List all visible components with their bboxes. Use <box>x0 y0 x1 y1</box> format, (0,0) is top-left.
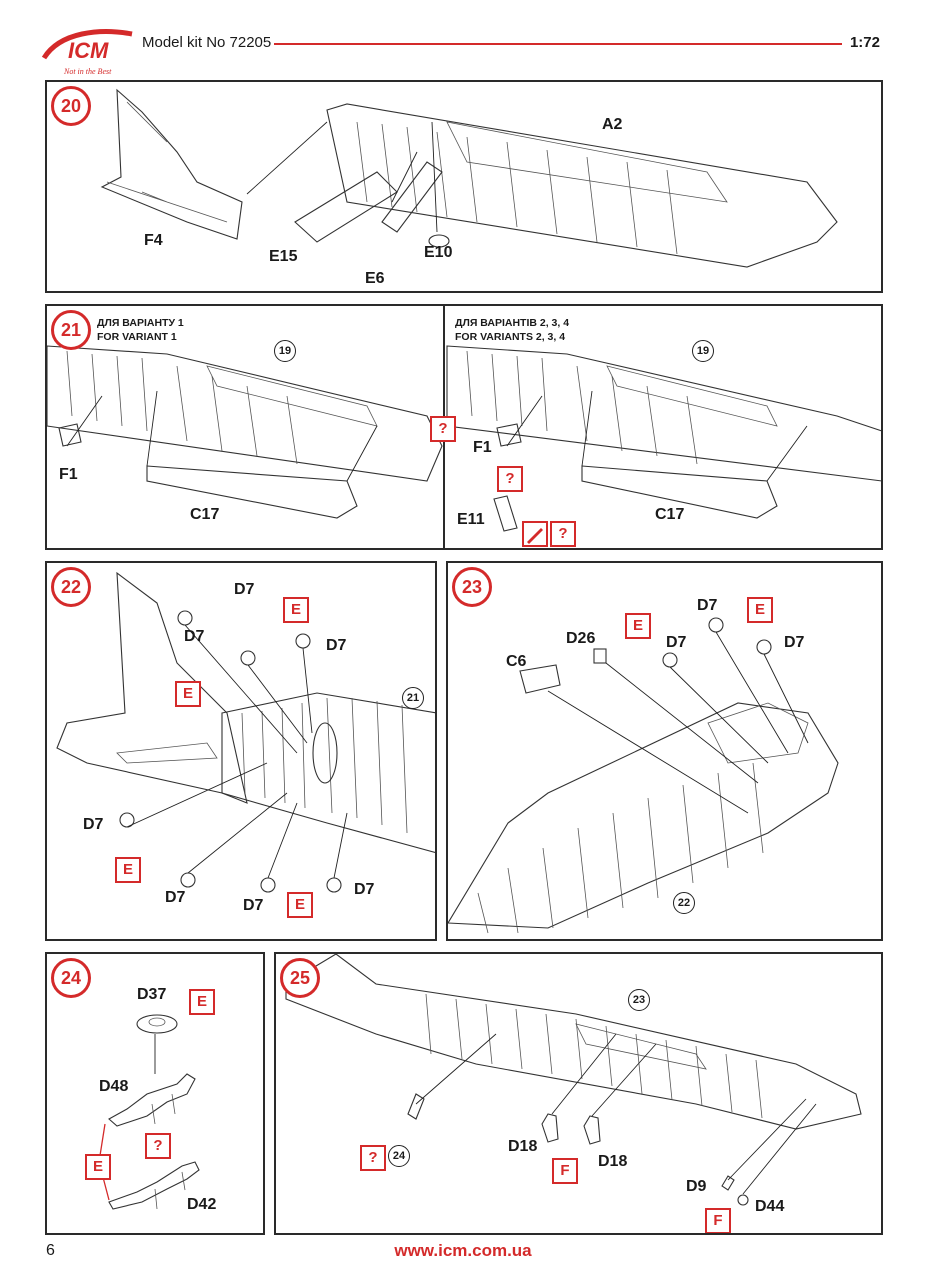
mark-f-d9: F <box>705 1208 731 1233</box>
part-label-d9: D9 <box>686 1178 707 1195</box>
mark-f-d18: F <box>552 1158 578 1184</box>
header-scale: 1:72 <box>849 34 880 51</box>
mark-e-2: E <box>175 681 201 707</box>
step-21-ref-right: 19 <box>692 340 714 362</box>
question-mark-box-right: ? <box>497 466 523 492</box>
part-label-f1-left: F1 <box>59 466 78 483</box>
step-25-ref: 23 <box>628 989 650 1011</box>
question-mark-box-left: ? <box>430 416 456 442</box>
part-label-c6: C6 <box>506 653 527 670</box>
part-label-d7-6: D7 <box>243 897 264 914</box>
website-link[interactable]: www.icm.com.ua <box>394 1241 532 1260</box>
step-20-number: 20 <box>51 86 91 126</box>
mark-e-3: E <box>115 857 141 883</box>
step-22-number: 22 <box>51 567 91 607</box>
part-label-d18-right: D18 <box>598 1153 628 1170</box>
mark-e-4: E <box>287 892 313 918</box>
mark-e-gun: E <box>85 1154 111 1180</box>
part-label-d7-2: D7 <box>184 628 205 645</box>
icm-logo-mark: ICM Not in the Best <box>41 29 133 76</box>
mark-e-d26: E <box>625 613 651 639</box>
step-22-ref: 21 <box>402 687 424 709</box>
variant-234-label-ua: ДЛЯ ВАРІАНТІВ 2, 3, 4 <box>455 317 570 329</box>
step-25-panel: 25 23 ? 24 D18 F D18 D9 D44 F <box>274 952 883 1235</box>
part-label-e15: E15 <box>269 248 298 265</box>
icm-logo: ICM Not in the Best <box>40 24 136 80</box>
variant-234-label-en: FOR VARIANTS 2, 3, 4 <box>455 331 566 343</box>
step-20-panel: 20 A2 F4 E15 E6 E10 <box>45 80 883 293</box>
header-rule <box>274 43 842 45</box>
mark-e-d7: E <box>747 597 773 623</box>
step-21-number: 21 <box>51 310 91 350</box>
cut-knife-icon <box>522 521 548 547</box>
logo-tagline: Not in the Best <box>63 67 112 76</box>
step-23-panel: 23 C6 D26 E D7 D7 E D7 22 <box>446 561 883 941</box>
step-24-number: 24 <box>51 958 91 998</box>
step-20-drawing <box>100 88 838 268</box>
step-25-drawing <box>285 954 862 1206</box>
step-24-panel: 24 D37 E D48 ? E D42 <box>45 952 265 1235</box>
step-25-subref: 24 <box>388 1145 410 1167</box>
step-21-panel: 21 ДЛЯ ВАРІАНТУ 1 FOR VARIANT 1 ДЛЯ ВАРІ… <box>45 304 883 550</box>
step-21-ref-left: 19 <box>274 340 296 362</box>
step-25-number: 25 <box>280 958 320 998</box>
part-label-f1-right: F1 <box>473 439 492 456</box>
part-label-d26: D26 <box>566 630 596 647</box>
variant-1-label-en: FOR VARIANT 1 <box>97 331 177 343</box>
mark-e-d37: E <box>189 989 215 1015</box>
part-label-d37: D37 <box>137 986 167 1003</box>
part-label-d7-a: D7 <box>666 634 687 651</box>
part-label-d7-b: D7 <box>697 597 718 614</box>
part-label-d44: D44 <box>755 1198 785 1215</box>
part-label-d48: D48 <box>99 1078 129 1095</box>
part-label-c17-left: C17 <box>190 506 220 523</box>
part-label-d7-5: D7 <box>165 889 186 906</box>
step-23-number: 23 <box>452 567 492 607</box>
step-23-ref: 22 <box>673 892 695 914</box>
logo-text: ICM <box>68 38 109 63</box>
part-label-e11: E11 <box>457 511 485 528</box>
part-label-e10: E10 <box>424 244 453 261</box>
part-label-c17-right: C17 <box>655 506 685 523</box>
part-label-e6: E6 <box>365 270 385 287</box>
knife-icon <box>527 528 543 544</box>
part-label-a2: A2 <box>602 116 623 133</box>
question-mark-box-d48: ? <box>145 1133 171 1159</box>
part-label-d7-4: D7 <box>83 816 104 833</box>
step-22-drawing <box>56 571 435 893</box>
step-23-drawing <box>448 617 839 934</box>
page-number: 6 <box>46 1242 55 1259</box>
step-21-drawing <box>47 306 881 548</box>
part-label-d18-left: D18 <box>508 1138 538 1155</box>
step-22-panel: 22 21 D7 E D7 D7 E D7 E D7 D7 E D7 <box>45 561 437 941</box>
part-label-d7-3: D7 <box>326 637 347 654</box>
variant-1-label-ua: ДЛЯ ВАРІАНТУ 1 <box>97 317 184 329</box>
question-mark-box-e11: ? <box>550 521 576 547</box>
part-label-d42: D42 <box>187 1196 217 1213</box>
question-mark-box-d24: ? <box>360 1145 386 1171</box>
header-title: Model kit No 72205 <box>142 34 272 51</box>
part-label-d7-1: D7 <box>234 581 255 598</box>
part-label-d7-c: D7 <box>784 634 805 651</box>
part-label-d7-7: D7 <box>354 881 375 898</box>
mark-e-1: E <box>283 597 309 623</box>
part-label-f4: F4 <box>144 232 163 249</box>
